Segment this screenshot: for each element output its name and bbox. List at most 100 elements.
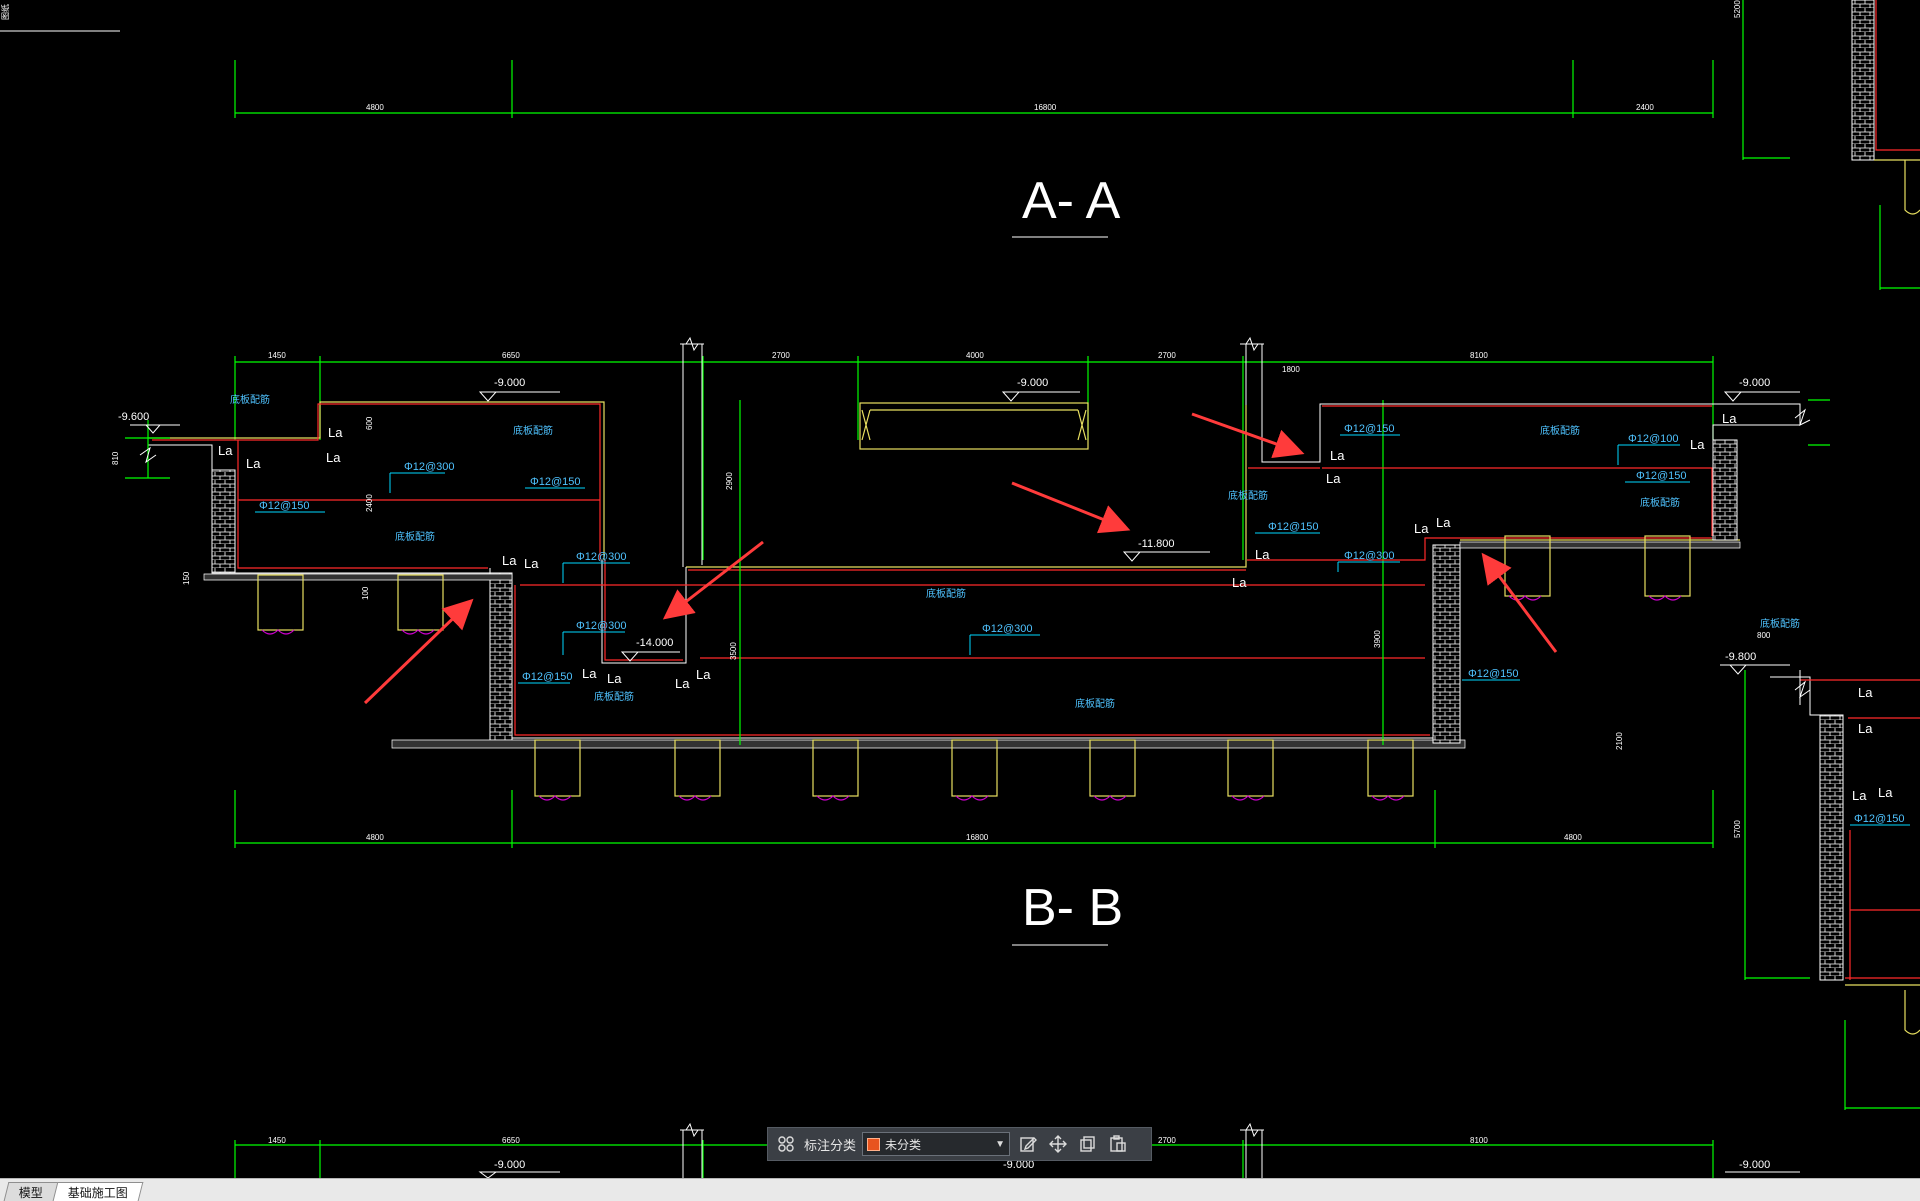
edit-icon[interactable]	[1016, 1132, 1040, 1156]
la-label: La	[696, 667, 711, 682]
rebar-label: Φ12@150	[1462, 668, 1520, 681]
rebar-label: Φ12@150	[525, 476, 585, 489]
pile	[674, 739, 721, 801]
dim-text: 2700	[1158, 351, 1176, 360]
svg-text:Φ12@150: Φ12@150	[259, 500, 310, 512]
svg-text:2100: 2100	[1615, 732, 1624, 750]
section-title-aa: A- A	[1022, 172, 1121, 230]
pile-group	[257, 535, 1691, 801]
move-icon[interactable]	[1046, 1132, 1070, 1156]
la-label: La	[1690, 437, 1705, 452]
svg-text:Φ12@100: Φ12@100	[1628, 433, 1679, 445]
pile	[951, 739, 998, 801]
layout-tabs: 模型 基础施工图	[0, 1178, 1920, 1201]
svg-text:Φ12@150: Φ12@150	[530, 476, 581, 488]
la-label: La	[1858, 685, 1873, 700]
la-label: La	[326, 450, 341, 465]
slab-label: 底板配筋	[1540, 424, 1580, 437]
svg-text:800: 800	[1757, 631, 1771, 640]
rebar-label: Φ12@300	[969, 623, 1040, 655]
svg-text:8100: 8100	[1470, 1136, 1488, 1145]
aa-dimension-line: 4800 16800 2400	[234, 60, 1714, 118]
elevation-marker: -9.800	[1720, 651, 1790, 675]
category-color-swatch	[867, 1137, 881, 1151]
pile	[397, 574, 444, 635]
svg-text:-14.000: -14.000	[636, 637, 673, 649]
la-label: La	[607, 671, 622, 686]
elevation-marker: -9.000	[1723, 377, 1800, 402]
elevation-marker: -14.000	[620, 637, 680, 662]
dim-text: 6650	[502, 351, 520, 360]
svg-text:150: 150	[182, 571, 191, 585]
la-label: La	[1414, 521, 1429, 536]
main-pit-outline	[391, 400, 1466, 749]
tab-model[interactable]: 模型	[3, 1182, 59, 1201]
bb-upper-dimension-line: 1450 6650 2700 4000 2700 8100	[234, 351, 1714, 560]
slab-label: 底板配筋	[926, 587, 966, 600]
svg-text:-9.000: -9.000	[1739, 377, 1770, 389]
drawing-corner-label: 图纸	[0, 4, 120, 32]
svg-text:图纸: 图纸	[0, 4, 10, 20]
la-label: La	[1878, 785, 1893, 800]
right-partial-section	[1742, 0, 1920, 1110]
svg-text:6650: 6650	[502, 1136, 520, 1145]
svg-text:16800: 16800	[966, 833, 989, 842]
svg-text:1800: 1800	[1282, 365, 1300, 374]
tab-layout[interactable]: 基础施工图	[52, 1182, 144, 1201]
slab-label: 底板配筋	[1228, 489, 1268, 502]
svg-text:4800: 4800	[366, 833, 384, 842]
pile	[1367, 739, 1414, 801]
bb-lower-dimension-line: 4800 16800 4800	[234, 790, 1714, 848]
rebar-annotations: Φ12@300 Φ12@150 Φ12@150 Φ12@300 Φ12@300 …	[255, 423, 1910, 826]
svg-text:-9.000: -9.000	[1017, 377, 1048, 389]
svg-text:2700: 2700	[1158, 1136, 1176, 1145]
la-label: La	[675, 676, 690, 691]
la-label: La	[1858, 721, 1873, 736]
slab-labels: 底板配筋 底板配筋 底板配筋 底板配筋 底板配筋 底板配筋 底板配筋 底板配筋 …	[230, 393, 1800, 710]
pile	[1227, 739, 1274, 801]
svg-text:Φ12@150: Φ12@150	[522, 671, 573, 683]
elevation-marker: -11.800	[1122, 538, 1210, 562]
right-raised-structure	[1247, 399, 1830, 561]
svg-text:Φ12@300: Φ12@300	[404, 461, 455, 473]
svg-text:-9.800: -9.800	[1725, 651, 1756, 663]
svg-text:100: 100	[361, 586, 370, 600]
section-title-bb: B- B	[1022, 879, 1123, 937]
elevation-markers: -9.600 -9.000 -9.000 -9.000 -11.800 -14.…	[118, 377, 1800, 675]
svg-text:Φ12@150: Φ12@150	[1854, 813, 1905, 825]
svg-text:-9.000: -9.000	[1739, 1159, 1770, 1171]
la-label: La	[1436, 515, 1451, 530]
pile	[1644, 535, 1691, 601]
chevron-down-icon: ▼	[995, 1138, 1006, 1150]
rebar-label: Φ12@150	[1255, 521, 1320, 534]
rebar-label: Φ12@150	[255, 500, 325, 513]
la-label: La	[502, 553, 517, 568]
la-label: La	[246, 456, 261, 471]
dim-text: 2700	[772, 351, 790, 360]
category-select[interactable]: 未分类 ▼	[862, 1132, 1011, 1156]
dim-text: 8100	[1470, 351, 1488, 360]
slab-label: 底板配筋	[230, 393, 270, 406]
rebar-label: Φ12@150	[1850, 813, 1910, 826]
paste-icon[interactable]	[1106, 1132, 1130, 1156]
la-label: La	[1722, 411, 1737, 426]
slab-label: 底板配筋	[1760, 617, 1800, 630]
svg-text:810: 810	[111, 451, 120, 465]
rebar-label: Φ12@150	[518, 671, 573, 684]
dim-text: 16800	[1034, 103, 1057, 112]
copy-icon[interactable]	[1076, 1132, 1100, 1156]
category-label: 标注分类	[804, 1137, 857, 1153]
la-label: La	[328, 425, 343, 440]
svg-text:Φ12@150: Φ12@150	[1268, 521, 1319, 533]
rebar-label: Φ12@150	[1625, 470, 1690, 483]
la-label: La	[218, 443, 233, 458]
la-label: La	[1232, 575, 1247, 590]
callout-arrows	[363, 412, 1558, 705]
grid-icon[interactable]	[774, 1132, 798, 1156]
svg-text:-9.000: -9.000	[1003, 1159, 1034, 1171]
pile	[1089, 739, 1136, 801]
column-break-left	[680, 336, 704, 567]
svg-text:Φ12@150: Φ12@150	[1636, 470, 1687, 482]
elevation-marker: -9.000	[478, 377, 560, 402]
